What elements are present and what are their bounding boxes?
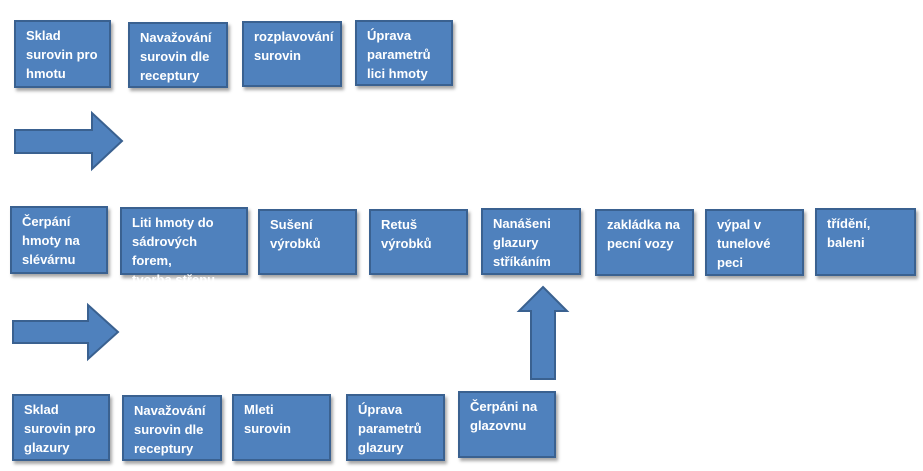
step-vypal-v-tunelove-peci: výpal v tunelové peci <box>705 209 804 276</box>
step-uprava-parametru-hmoty: Úprava parametrů lici hmoty <box>355 20 453 86</box>
step-cerpani-hmoty: Čerpání hmoty na slévárnu <box>10 206 108 274</box>
right-arrow-icon <box>12 302 120 362</box>
step-zakladka-na-pecni-vozy: zakládka na pecní vozy <box>595 209 694 276</box>
step-navazovani-surovin-hmota: Navažování surovin dle receptury <box>128 22 228 88</box>
step-retus-vyrobku: Retuš výrobků <box>369 209 468 275</box>
step-navazovani-surovin-glazury: Navažování surovin dle receptury <box>122 395 222 461</box>
step-sklad-surovin-hmota: Sklad surovin pro hmotu <box>14 20 111 88</box>
step-nanaseni-glazury: Nanášeni glazury stříkáním <box>481 208 581 275</box>
step-sklad-surovin-glazury: Sklad surovin pro glazury <box>12 394 110 461</box>
step-rozplavovani-surovin: rozplavování surovin <box>242 21 342 87</box>
step-uprava-parametru-glazury: Úprava parametrů glazury <box>346 394 445 461</box>
step-mleti-surovin: Mleti surovin <box>232 394 331 461</box>
right-arrow-icon <box>14 110 124 172</box>
step-suseni-vyrobku: Sušení výrobků <box>258 209 357 275</box>
up-arrow-icon <box>516 285 570 380</box>
step-trideni-baleni: třídění, baleni <box>815 208 916 276</box>
step-liti-hmoty: Liti hmoty do sádrových forem, tvorba st… <box>120 207 248 287</box>
step-cerpani-na-glazovnu: Čerpáni na glazovnu <box>458 391 556 458</box>
